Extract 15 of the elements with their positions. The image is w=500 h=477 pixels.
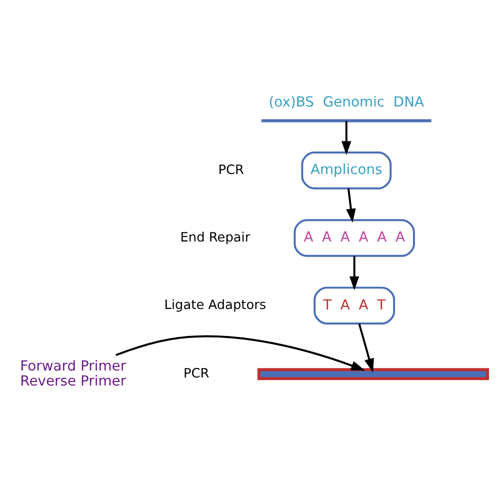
node-text: (ox)BS Genomic DNA xyxy=(268,94,424,110)
arrow xyxy=(346,188,356,222)
arrow xyxy=(116,334,365,370)
label: Ligate Adaptors xyxy=(164,297,266,312)
node-box: A A A A A A xyxy=(294,218,415,256)
node-box: Amplicons xyxy=(301,151,392,189)
node-bar xyxy=(257,368,489,380)
node-box: T A A T xyxy=(314,286,396,324)
arrow xyxy=(342,120,352,155)
node-text: Forward Primer Reverse Primer xyxy=(20,358,126,389)
arrow xyxy=(349,256,360,290)
label: PCR xyxy=(183,366,210,382)
arrow xyxy=(358,322,374,372)
label: PCR xyxy=(218,162,244,178)
label: End Repair xyxy=(180,230,250,245)
